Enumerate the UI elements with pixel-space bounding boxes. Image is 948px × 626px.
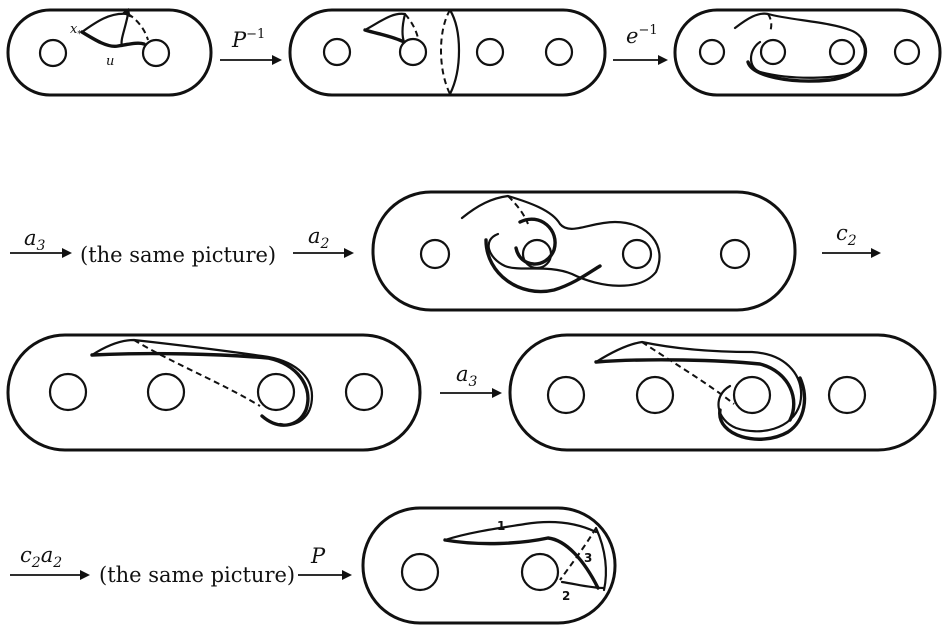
label-p: P — [310, 544, 326, 568]
surface-5 — [6, 333, 422, 452]
label-u: u — [106, 54, 114, 69]
surface-7-curve-bold — [443, 536, 600, 590]
arrow-a3-second: a3 — [440, 362, 502, 398]
surface-7-curve — [443, 520, 598, 542]
surface-2-hole-3 — [475, 37, 505, 67]
label-p-inverse: P−1 — [231, 27, 265, 52]
surface-1-hole-right — [141, 38, 171, 68]
label-a3-second: a3 — [456, 362, 478, 390]
label-a2: a2 — [308, 224, 330, 252]
label-a3-first: a3 — [24, 226, 46, 254]
arrow-e-inverse: e−1 — [613, 23, 668, 65]
surface-6-hole-2 — [635, 375, 675, 415]
surface-7-dashed — [559, 527, 597, 581]
surface-5-dashed — [133, 339, 261, 407]
surface-2-curve-bold — [363, 28, 406, 44]
surface-3-dashed — [767, 13, 773, 33]
surface-4 — [371, 190, 797, 312]
surface-3-hole-3 — [828, 38, 856, 66]
surface-4-hole-3 — [621, 238, 653, 270]
surface-7-right-arc — [594, 526, 608, 592]
surface-6-spiral — [718, 376, 807, 441]
arrow-c2: c2 — [822, 221, 881, 258]
label-x-star: x* — [70, 22, 82, 40]
surface-7-curve-lower — [560, 580, 606, 590]
surface-5-hole-3 — [256, 372, 296, 412]
arrow-a2: a2 — [293, 224, 354, 258]
surface-6-hole-4 — [827, 375, 867, 415]
label-num-2: 2 — [562, 589, 570, 603]
surface-4-hole-4 — [719, 238, 751, 270]
surface-4-curve — [460, 194, 661, 287]
surface-1: x* u — [6, 7, 213, 97]
label-e-inverse: e−1 — [626, 23, 658, 48]
surface-5-hole-1 — [48, 372, 88, 412]
surface-2 — [288, 8, 607, 97]
surface-2-dashed — [404, 13, 419, 39]
surface-3-hole-2 — [759, 38, 787, 66]
surface-1-curve — [80, 7, 131, 48]
arrow-c2a2: c2a2 — [10, 543, 90, 580]
arrow-p: P — [298, 544, 352, 580]
surface-2-curve — [363, 12, 407, 44]
surface-6-hole-3 — [732, 375, 772, 415]
surface-5-hole-4 — [344, 372, 384, 412]
surface-6 — [508, 333, 937, 452]
surface-2-cut-dashed — [440, 9, 451, 95]
surface-2-hole-1 — [322, 37, 352, 67]
surface-6-curve-bold — [594, 358, 796, 422]
arrow-p-inverse: P−1 — [220, 27, 282, 65]
surface-4-curve-bold — [484, 238, 602, 294]
label-c2: c2 — [836, 221, 857, 249]
surface-2-cut-curve — [448, 8, 461, 96]
surface-6-dashed — [641, 341, 735, 405]
surface-6-hole-1 — [546, 375, 586, 415]
surface-4-dashed — [507, 195, 529, 225]
surface-3-hole-4 — [893, 38, 921, 66]
surface-4-spiral — [514, 217, 557, 266]
surface-7-hole-2 — [520, 552, 560, 592]
surface-1-dashed — [127, 13, 149, 41]
surface-5-hole-2 — [146, 372, 186, 412]
surface-4-hole-1 — [419, 238, 451, 270]
surface-7-hole-1 — [400, 552, 440, 592]
same-picture-text-1: (the same picture) — [80, 243, 276, 267]
same-picture-text-2: (the same picture) — [99, 563, 295, 587]
surface-5-curve-bold — [90, 351, 310, 427]
surface-2-hole-4 — [544, 37, 574, 67]
surface-3-hole-1 — [698, 38, 726, 66]
surface-2-hole-2 — [398, 37, 428, 67]
surface-1-hole-left — [38, 38, 68, 68]
arrow-a3-first: a3 — [10, 226, 72, 258]
surface-5-curve — [90, 338, 314, 426]
label-num-1: 1 — [497, 519, 505, 533]
surface-7: 1 2 3 — [361, 506, 617, 625]
surface-3 — [673, 8, 942, 97]
surface-6-curve — [594, 340, 803, 433]
surface-1-curve-bold — [80, 30, 146, 48]
label-num-3: 3 — [584, 551, 592, 565]
label-c2a2: c2a2 — [20, 543, 62, 571]
surface-3-curve-bold — [746, 38, 868, 83]
